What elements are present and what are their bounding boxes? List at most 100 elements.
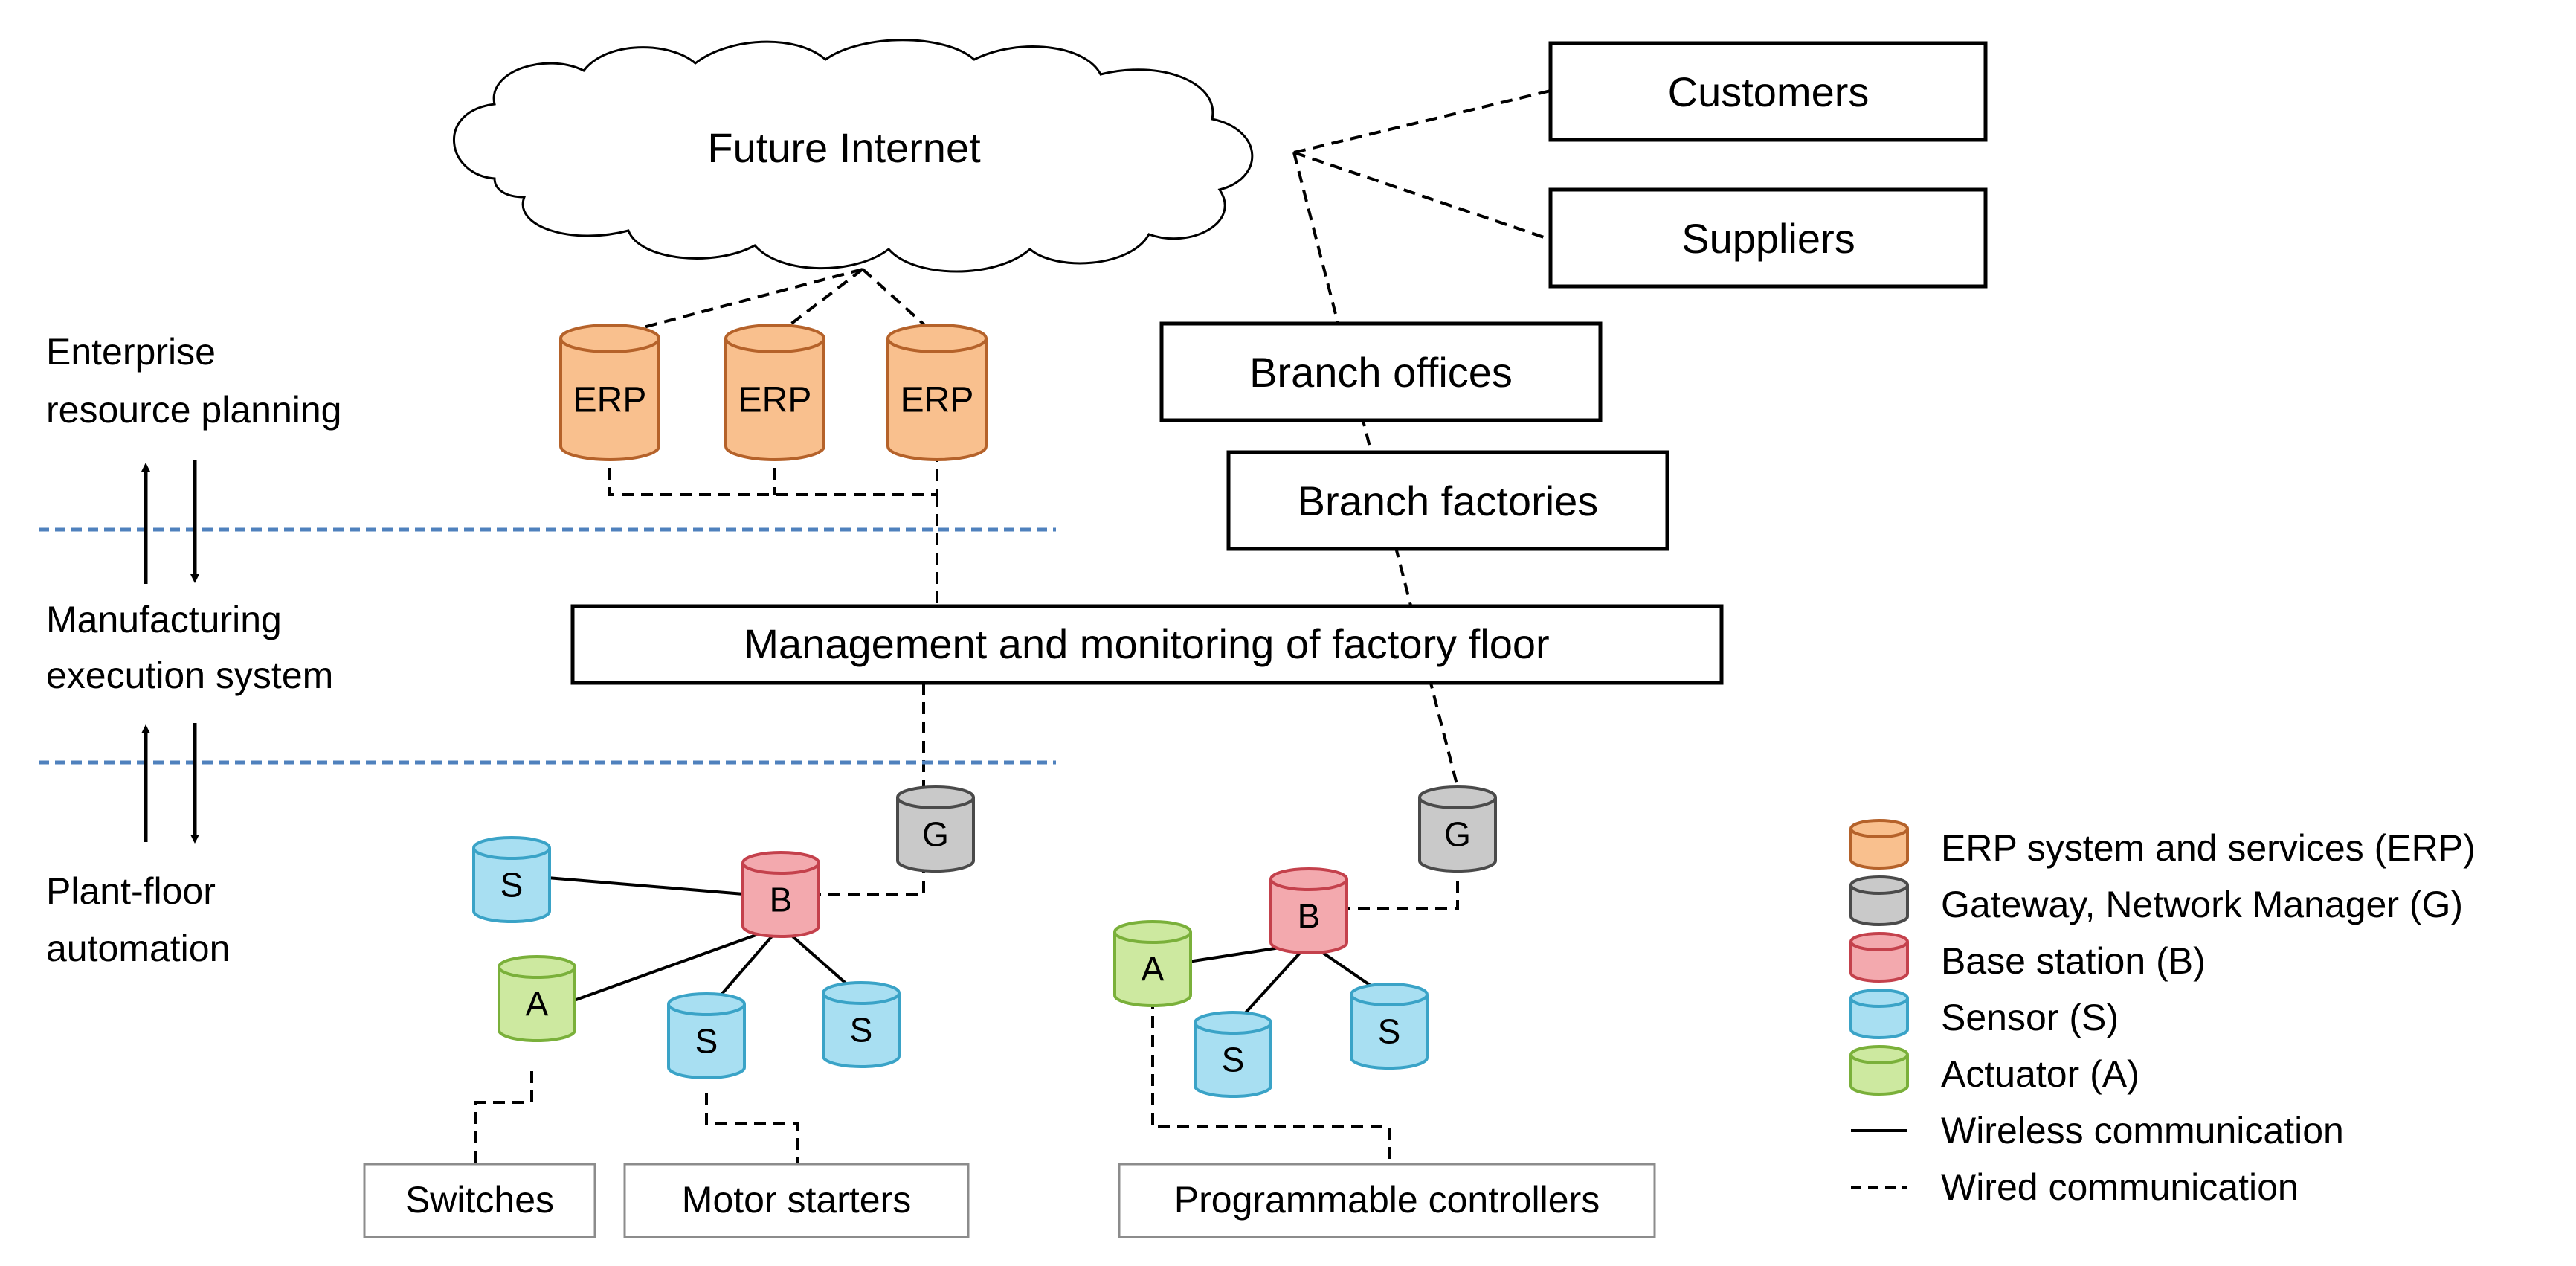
erp-node-1: ERP — [559, 324, 660, 461]
legend-item-wired: Wired communication — [1851, 1166, 2299, 1208]
motor-starters-box-frame — [623, 1163, 970, 1238]
left-sensor-right: S — [822, 981, 901, 1068]
wireless-link-left-sensor-base — [547, 876, 744, 896]
switches-box: Switches — [363, 1163, 596, 1238]
legend-swatch-actuator-top — [1849, 1045, 1909, 1064]
wired-link-left-gateway-base — [817, 861, 925, 896]
legend-swatch-actuator-body — [1849, 1055, 1909, 1096]
cloud-label: Future Internet — [707, 124, 981, 171]
left-sensor-mid-body — [667, 1004, 746, 1079]
right-gateway-body — [1418, 797, 1497, 873]
branch-offices-label: Branch offices — [1249, 349, 1513, 396]
legend-swatch-erp-top — [1849, 819, 1909, 838]
management-box-frame — [570, 604, 1724, 685]
erp-node-1-label: ERP — [573, 381, 647, 420]
legend-item-wireless: Wireless communication — [1851, 1110, 2344, 1151]
management-label: Management and monitoring of factory flo… — [744, 620, 1549, 667]
wired-link-cloud-suppliers — [1293, 151, 1551, 241]
erp-node-2-body — [724, 338, 825, 461]
left-base-station-body — [741, 863, 820, 938]
suppliers-box: Suppliers — [1548, 187, 1988, 289]
layer-arrows — [141, 460, 199, 844]
legend-swatch-gateway-top — [1849, 875, 1909, 895]
right-gateway: G — [1418, 785, 1497, 873]
left-sensor-mid: S — [667, 992, 746, 1079]
layer-label-mes-line2: execution system — [46, 655, 333, 696]
legend-label-erp: ERP system and services (ERP) — [1941, 827, 2476, 869]
branch-factories-box: Branch factories — [1226, 450, 1669, 551]
left-sensor-top-top — [472, 836, 551, 860]
suppliers-box-frame — [1548, 187, 1988, 289]
legend-swatch-base-top — [1849, 932, 1909, 951]
legend-item-erp: ERP system and services (ERP) — [1849, 819, 2476, 870]
left-actuator-top — [498, 955, 576, 979]
right-sensor-right-top — [1350, 983, 1429, 1006]
layer-labels: Enterprise resource planning Manufacturi… — [46, 331, 342, 969]
right-sensor-left-body — [1194, 1023, 1272, 1098]
layer-label-erp-line2: resource planning — [46, 389, 342, 431]
legend-swatch-sensor-top — [1849, 989, 1909, 1008]
right-sensor-right-body — [1350, 995, 1429, 1070]
wired-link-actuator-switches — [474, 1071, 533, 1164]
left-sensor-right-body — [822, 993, 901, 1068]
legend: ERP system and services (ERP) Gateway, Ne… — [1849, 819, 2476, 1208]
branch-offices-frame — [1159, 321, 1603, 422]
left-actuator: A — [498, 955, 576, 1042]
right-sensor-left: S — [1194, 1011, 1272, 1098]
left-sensor-mid-top — [667, 992, 746, 1016]
motor-starters-box: Motor starters — [623, 1163, 970, 1238]
legend-label-base: Base station (B) — [1941, 940, 2206, 982]
left-sensor-right-label: S — [850, 1011, 873, 1050]
right-base-station: B — [1269, 867, 1348, 954]
motor-starters-label: Motor starters — [682, 1179, 911, 1221]
legend-label-wireless: Wireless communication — [1941, 1110, 2344, 1151]
erp-node-3-top — [886, 324, 988, 353]
right-base-station-label: B — [1298, 897, 1321, 936]
wired-link-actuator-controllers — [1151, 997, 1391, 1164]
customers-box: Customers — [1548, 41, 1988, 142]
legend-swatch-base — [1849, 932, 1909, 983]
legend-label-wired: Wired communication — [1941, 1166, 2299, 1208]
left-gateway: G — [896, 785, 975, 873]
management-box: Management and monitoring of factory flo… — [570, 604, 1724, 685]
left-base-station: B — [741, 851, 820, 938]
legend-label-sensor: Sensor (S) — [1941, 997, 2119, 1038]
right-sensor-right: S — [1350, 983, 1429, 1070]
erp-node-1-top — [559, 324, 660, 353]
switches-label: Switches — [405, 1179, 554, 1221]
left-sensor-top-label: S — [500, 866, 524, 904]
left-gateway-body — [896, 797, 975, 873]
layer-dividers — [39, 527, 1056, 765]
legend-item-gateway: Gateway, Network Manager (G) — [1849, 875, 2463, 926]
legend-item-actuator: Actuator (A) — [1849, 1045, 2139, 1096]
wired-link-cloud-customers — [1293, 89, 1551, 154]
left-base-station-top — [741, 851, 820, 875]
right-actuator: A — [1113, 920, 1192, 1007]
erp-node-3: ERP — [886, 324, 988, 461]
erp-node-1-body — [559, 338, 660, 461]
right-base-station-body — [1269, 879, 1348, 954]
right-base-station-top — [1269, 867, 1348, 891]
wired-link-cloud-erp1 — [609, 268, 863, 338]
layer-label-erp-line1: Enterprise — [46, 331, 216, 373]
legend-swatch-gateway-body — [1849, 885, 1909, 926]
left-actuator-label: A — [526, 985, 549, 1024]
right-sensor-left-top — [1194, 1011, 1272, 1035]
wired-link-right-gateway-base — [1345, 861, 1459, 910]
left-actuator-body — [498, 967, 576, 1042]
legend-label-gateway: Gateway, Network Manager (G) — [1941, 884, 2463, 925]
legend-swatch-sensor-body — [1849, 998, 1909, 1039]
legend-swatch-erp — [1849, 819, 1909, 870]
branch-factories-frame — [1226, 450, 1669, 551]
legend-swatch-base-body — [1849, 942, 1909, 983]
erp-node-2-label: ERP — [738, 381, 812, 420]
layer-label-mes-line1: Manufacturing — [46, 599, 282, 640]
suppliers-label: Suppliers — [1681, 215, 1855, 262]
erp-node-2: ERP — [724, 324, 825, 461]
left-base-station-label: B — [770, 881, 793, 919]
right-gateway-top — [1418, 785, 1497, 809]
branch-factories-label: Branch factories — [1298, 478, 1599, 524]
legend-swatch-sensor — [1849, 989, 1909, 1039]
cloud-shape — [453, 39, 1254, 273]
